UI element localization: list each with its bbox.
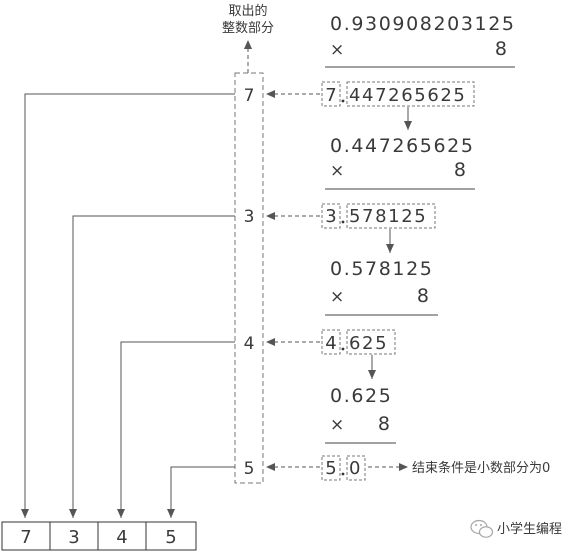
int-part-box <box>321 455 341 481</box>
int-part: 3 <box>325 206 336 227</box>
frac-part: 625 <box>349 333 388 354</box>
int-part: 5 <box>325 458 336 479</box>
multiplicand: 0.578125 <box>330 258 433 280</box>
connector-line <box>117 341 235 518</box>
multiplicand: 0.930908203125 <box>330 13 516 35</box>
result-cell <box>97 521 147 551</box>
column-digit: 5 <box>244 459 255 479</box>
result-cell <box>49 521 99 551</box>
connector-line <box>167 466 235 518</box>
connector-line <box>21 93 235 518</box>
wechat-icon <box>470 519 494 538</box>
result-cell <box>1 521 51 551</box>
column-digit: 7 <box>244 86 255 106</box>
int-part-box <box>321 81 341 107</box>
result-digit: 7 <box>20 527 31 548</box>
result-digit: 4 <box>116 527 127 548</box>
times-sign: × <box>330 287 344 307</box>
frac-part: 578125 <box>349 206 427 227</box>
decimal-point <box>341 99 345 103</box>
int-part-box <box>321 203 341 229</box>
frac-part-box <box>346 81 475 107</box>
frac-part-box <box>346 329 396 355</box>
times-sign: × <box>330 415 344 435</box>
int-part: 4 <box>325 333 336 354</box>
connector-line <box>69 215 235 518</box>
frac-part-box <box>346 203 436 229</box>
column-digit: 3 <box>244 207 255 227</box>
decimal-point <box>341 220 345 224</box>
result-digit: 3 <box>68 527 79 548</box>
decimal-point <box>341 347 345 351</box>
result-row: 7 3 4 5 <box>1 521 197 551</box>
frac-part: 447265625 <box>349 85 466 106</box>
watermark-text: 小学生编程 <box>497 521 562 537</box>
decimal-point <box>341 472 345 476</box>
int-part-box <box>321 329 341 355</box>
result-digit: 5 <box>165 527 176 548</box>
frac-part-box <box>346 455 366 481</box>
result-cell <box>145 521 197 551</box>
column-digit: 4 <box>244 334 255 354</box>
multiplier: 8 <box>454 159 466 181</box>
multiplicand: 0.625 <box>330 385 392 407</box>
header-label-line2: 整数部分 <box>222 21 274 36</box>
multiplier: 8 <box>417 285 429 307</box>
multiplicand: 0.447265625 <box>330 135 475 157</box>
frac-part: 0 <box>349 458 362 479</box>
times-sign: × <box>330 40 344 60</box>
multiplier: 8 <box>378 413 390 435</box>
int-part: 7 <box>325 85 336 106</box>
integer-column-box <box>234 72 264 484</box>
multiplier: 8 <box>495 38 507 60</box>
header-label-line1: 取出的 <box>228 3 267 19</box>
end-condition-note: 结束条件是小数部分为0 <box>412 460 550 476</box>
times-sign: × <box>330 161 344 181</box>
